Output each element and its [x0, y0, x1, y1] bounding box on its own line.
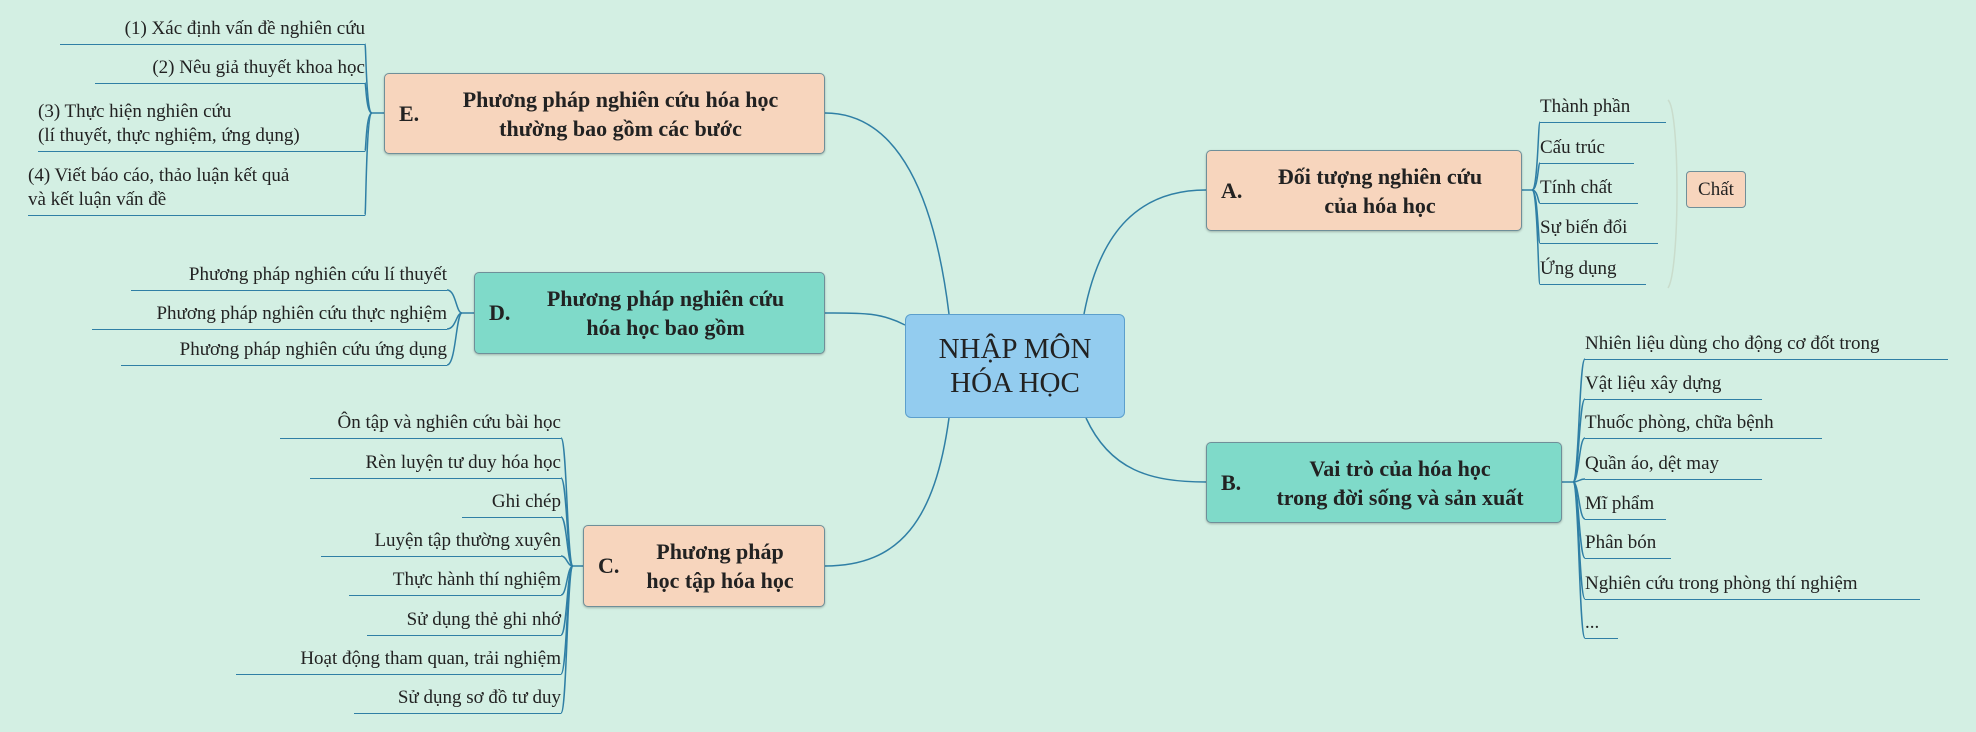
leaf-connector [446, 312, 463, 366]
branch-b-item[interactable]: Vật liệu xây dựng [1585, 372, 1762, 400]
branch-e-box[interactable]: E. Phương pháp nghiên cứu hóa học thường… [384, 73, 825, 154]
branch-e-title: Phương pháp nghiên cứu hóa học thường ba… [462, 86, 779, 141]
branch-e-item[interactable]: (2) Nêu giả thuyết khoa học [95, 56, 365, 84]
branch-c-item[interactable]: Luyện tập thường xuyên [321, 529, 561, 557]
branch-b-item[interactable]: Thuốc phòng, chữa bệnh [1585, 411, 1822, 439]
leaf-connector [1531, 162, 1541, 191]
branch-b-item[interactable]: Nghiên cứu trong phòng thí nghiệm [1585, 572, 1920, 600]
branch-b-item[interactable]: ... [1585, 611, 1618, 639]
branch-a-letter: A. [1221, 177, 1243, 203]
branch-b-item[interactable]: Quần áo, dệt may [1585, 452, 1762, 480]
leaf-connector [1572, 481, 1586, 639]
branch-a-item[interactable]: Ứng dụng [1540, 257, 1646, 285]
branch-d-item[interactable]: Phương pháp nghiên cứu lí thuyết [131, 263, 447, 291]
branch-a-box[interactable]: A. Đối tượng nghiên cứu của hóa học [1206, 150, 1522, 231]
branch-b-item[interactable]: Nhiên liệu dùng cho động cơ đốt trong [1585, 332, 1948, 360]
branch-d-item[interactable]: Phương pháp nghiên cứu ứng dụng [121, 338, 447, 366]
branch-a-item[interactable]: Thành phần [1540, 95, 1666, 123]
connector-center-d [824, 312, 906, 326]
branch-c-item[interactable]: Ghi chép [462, 490, 561, 518]
branch-d-item[interactable]: Phương pháp nghiên cứu thực nghiệm [92, 302, 447, 330]
branch-d-title: Phương pháp nghiên cứu hóa học bao gồm [546, 286, 785, 340]
branch-b-box[interactable]: B. Vai trò của hóa học trong đời sống và… [1206, 442, 1562, 523]
leaf-connector [446, 289, 463, 314]
leaf-connector [364, 82, 373, 114]
branch-b-item[interactable]: Mĩ phẩm [1585, 492, 1666, 520]
connector-center-a [1083, 189, 1207, 315]
connector-center-e [824, 112, 950, 315]
branch-b-letter: B. [1221, 469, 1242, 495]
branch-b-item[interactable]: Phân bón [1585, 531, 1671, 559]
branch-c-item[interactable]: Rèn luyện tư duy hóa học [310, 451, 561, 479]
brace-a [1667, 99, 1678, 289]
central-topic[interactable]: NHẬP MÔN HÓA HỌC [905, 314, 1125, 418]
connector-center-b [1085, 417, 1207, 483]
branch-c-item[interactable]: Thực hành thí nghiệm [349, 568, 561, 596]
leaf-connector [1531, 189, 1541, 285]
branch-e-item[interactable]: (1) Xác định vấn đề nghiên cứu [60, 17, 365, 45]
leaf-connector [364, 43, 373, 114]
leaf-connector [560, 565, 574, 714]
branch-c-letter: C. [598, 553, 620, 578]
branch-b-title: Vai trò của hóa học trong đời sống và sả… [1276, 455, 1524, 510]
branch-e-item[interactable]: (4) Viết báo cáo, thảo luận kết quả và k… [28, 164, 365, 216]
branch-c-item[interactable]: Ôn tập và nghiên cứu bài học [280, 411, 561, 439]
branch-a-title: Đối tượng nghiên cứu của hóa học [1277, 163, 1483, 218]
branch-a-item[interactable]: Cấu trúc [1540, 136, 1634, 164]
branch-d-letter: D. [489, 300, 511, 325]
branch-a-item[interactable]: Sự biến đổi [1540, 216, 1658, 244]
branch-d-box[interactable]: D. Phương pháp nghiên cứu hóa học bao gồ… [474, 272, 825, 354]
leaf-connector [364, 112, 373, 216]
branch-e-letter: E. [399, 100, 420, 126]
leaf-connector [1572, 437, 1586, 483]
branch-c-box[interactable]: C. Phương pháp học tập hóa học [583, 525, 825, 607]
summary-chat-box[interactable]: Chất [1686, 171, 1746, 208]
branch-c-title: Phương pháp học tập hóa học [646, 539, 794, 593]
connector-center-c [824, 417, 950, 567]
branch-c-item[interactable]: Sử dụng sơ đồ tư duy [354, 686, 561, 714]
branch-c-item[interactable]: Hoạt động tham quan, trải nghiệm [236, 647, 561, 675]
branch-a-item[interactable]: Tính chất [1540, 176, 1638, 204]
leaf-connector [1531, 121, 1541, 191]
branch-e-item[interactable]: (3) Thực hiện nghiên cứu (lí thuyết, thự… [38, 100, 365, 152]
branch-c-item[interactable]: Sử dụng thẻ ghi nhớ [367, 608, 561, 636]
leaf-connector [560, 516, 574, 567]
